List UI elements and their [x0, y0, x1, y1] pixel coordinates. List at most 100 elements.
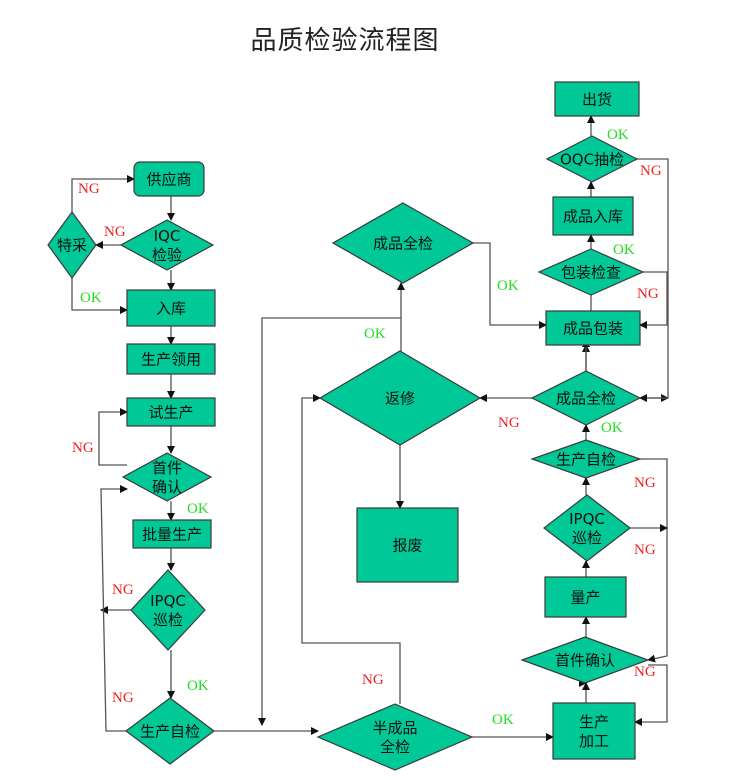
connector-arrow [98, 408, 128, 466]
node-label: 巡检 [572, 529, 602, 547]
connector-arrow [637, 158, 669, 402]
node-packaging: 成品包装 [545, 310, 641, 346]
node-final-inspection-mid: 成品全检 [331, 202, 475, 284]
process-box [554, 81, 640, 117]
node-oqc: OQC抽检 [545, 135, 639, 183]
node-final-inspection-right: 成品全检 [530, 370, 642, 426]
connector-arrow [473, 242, 547, 329]
node-label: 巡检 [153, 611, 183, 629]
node-label: 返修 [385, 390, 415, 408]
node-label: 生产自检 [140, 723, 200, 741]
ok-label: OK [187, 501, 209, 517]
connector-arrow [71, 175, 135, 212]
ok-label: OK [492, 712, 514, 728]
connector-arrow [301, 394, 401, 704]
node-label: 试生产 [148, 404, 193, 422]
ng-label: NG [112, 582, 134, 598]
node-label: 成品入库 [563, 208, 623, 226]
process-box [552, 702, 636, 760]
ng-label: NG [637, 286, 659, 302]
ng-label: NG [72, 440, 94, 456]
ok-label: OK [607, 127, 629, 143]
decision-diamond [119, 219, 215, 271]
node-self-check-left: 生产自检 [125, 697, 215, 765]
ok-label: OK [80, 290, 102, 306]
process-box [126, 343, 216, 375]
node-label: 检验 [152, 246, 182, 264]
ok-label: OK [187, 678, 209, 694]
decision-diamond [543, 494, 631, 562]
decision-diamond [318, 350, 482, 446]
node-label: 出货 [582, 91, 612, 109]
node-material-issue: 生产领用 [126, 343, 216, 375]
ok-label: OK [613, 242, 635, 258]
decision-diamond [316, 703, 474, 771]
node-label: 特采 [57, 237, 87, 255]
node-label: 确认 [152, 478, 182, 496]
decision-diamond [530, 439, 642, 479]
node-label: 半成品 [372, 719, 417, 737]
node-mass-production-right: 量产 [544, 576, 627, 618]
node-rework: 返修 [318, 350, 482, 446]
node-label: 成品全检 [556, 390, 616, 408]
connector-arrow [100, 485, 128, 732]
process-box [126, 289, 216, 327]
decision-diamond [537, 248, 645, 296]
node-label: OQC抽检 [560, 151, 624, 169]
node-warehouse-in: 入库 [126, 289, 216, 327]
node-label: 批量生产 [142, 526, 202, 544]
process-box [545, 310, 641, 346]
connector-arrow [71, 278, 128, 314]
node-label: IPQC [150, 592, 186, 610]
node-mass-production-left: 批量生产 [132, 519, 212, 549]
node-label: IQC [154, 227, 181, 245]
node-first-article-left: 首件确认 [121, 452, 213, 502]
ng-label: NG [78, 181, 100, 197]
process-box [126, 397, 216, 427]
node-first-article-right: 首件确认 [520, 636, 650, 684]
connector-arrow [640, 458, 668, 663]
node-label: IPQC [569, 510, 605, 528]
decision-diamond [125, 697, 215, 765]
ng-label: NG [634, 542, 656, 558]
node-label: 成品包装 [563, 320, 623, 338]
node-special: 特采 [47, 210, 97, 280]
decision-diamond [530, 370, 642, 426]
decision-diamond [545, 135, 639, 183]
process-box [552, 196, 634, 236]
connector-arrow [634, 664, 668, 726]
decision-diamond [121, 452, 213, 502]
ng-label: NG [362, 672, 384, 688]
node-label: 成品全检 [373, 235, 433, 253]
ng-label: NG [634, 664, 656, 680]
decision-diamond [520, 636, 650, 684]
node-label: 报废 [392, 537, 422, 555]
node-supplier: 供应商 [133, 161, 205, 197]
process-box [356, 507, 459, 583]
decision-diamond [47, 210, 97, 280]
ok-label: OK [601, 420, 623, 436]
node-trial-production: 试生产 [126, 397, 216, 427]
node-label: 全检 [380, 738, 410, 756]
ok-label: OK [364, 326, 386, 342]
node-label: 包装检查 [561, 264, 621, 282]
node-label: 入库 [156, 300, 186, 318]
ng-label: NG [498, 415, 520, 431]
node-label: 首件 [152, 459, 182, 477]
node-shipment: 出货 [554, 81, 640, 117]
node-label: 首件确认 [555, 652, 615, 670]
process-box [133, 161, 205, 197]
ng-label: NG [112, 690, 134, 706]
node-label: 生产领用 [141, 351, 201, 369]
ng-label: NG [640, 163, 662, 179]
connector-arrow [639, 271, 668, 329]
page-title: 品质检验流程图 [250, 26, 440, 56]
decision-diamond [130, 569, 206, 651]
decision-diamond [331, 202, 475, 284]
node-packaging-check: 包装检查 [537, 248, 645, 296]
node-scrap: 报废 [356, 507, 459, 583]
